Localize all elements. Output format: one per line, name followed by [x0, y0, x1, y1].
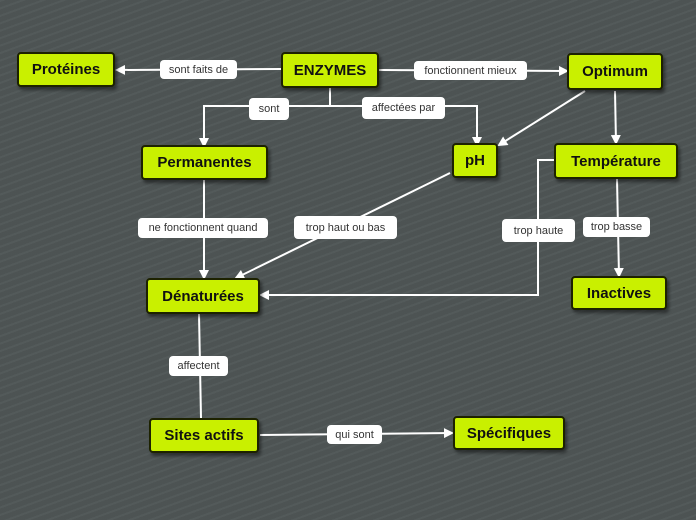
node-specifiques[interactable]: Spécifiques [453, 416, 565, 450]
link-label-fonctionnent-mieux: fonctionnent mieux [414, 61, 527, 80]
link-label-affectees-par: affectées par [362, 97, 445, 119]
node-permanentes[interactable]: Permanentes [141, 145, 268, 180]
link-label-qui-sont: qui sont [327, 425, 382, 444]
link-optimum-temperature [610, 90, 621, 145]
node-inactives[interactable]: Inactives [571, 276, 667, 310]
node-denaturees[interactable]: Dénaturées [146, 278, 260, 314]
link-optimum-ph [497, 90, 586, 147]
link-label-trop-haute: trop haute [502, 219, 575, 242]
link-label-sont-faits-de: sont faits de [160, 60, 237, 79]
link-label-ne-fonctionnent-quand: ne fonctionnent quand [138, 218, 268, 238]
node-temperature[interactable]: Température [554, 143, 678, 179]
link-label-trop-haut-ou-bas: trop haut ou bas [294, 216, 397, 239]
link-label-trop-basse: trop basse [583, 217, 650, 237]
node-optimum[interactable]: Optimum [567, 53, 663, 90]
link-label-affectent: affectent [169, 356, 228, 376]
node-sites-actifs[interactable]: Sites actifs [149, 418, 259, 453]
node-enzymes[interactable]: ENZYMES [281, 52, 379, 88]
link-label-sont: sont [249, 98, 289, 120]
node-ph[interactable]: pH [452, 143, 498, 178]
node-proteines[interactable]: Protéines [17, 52, 115, 87]
